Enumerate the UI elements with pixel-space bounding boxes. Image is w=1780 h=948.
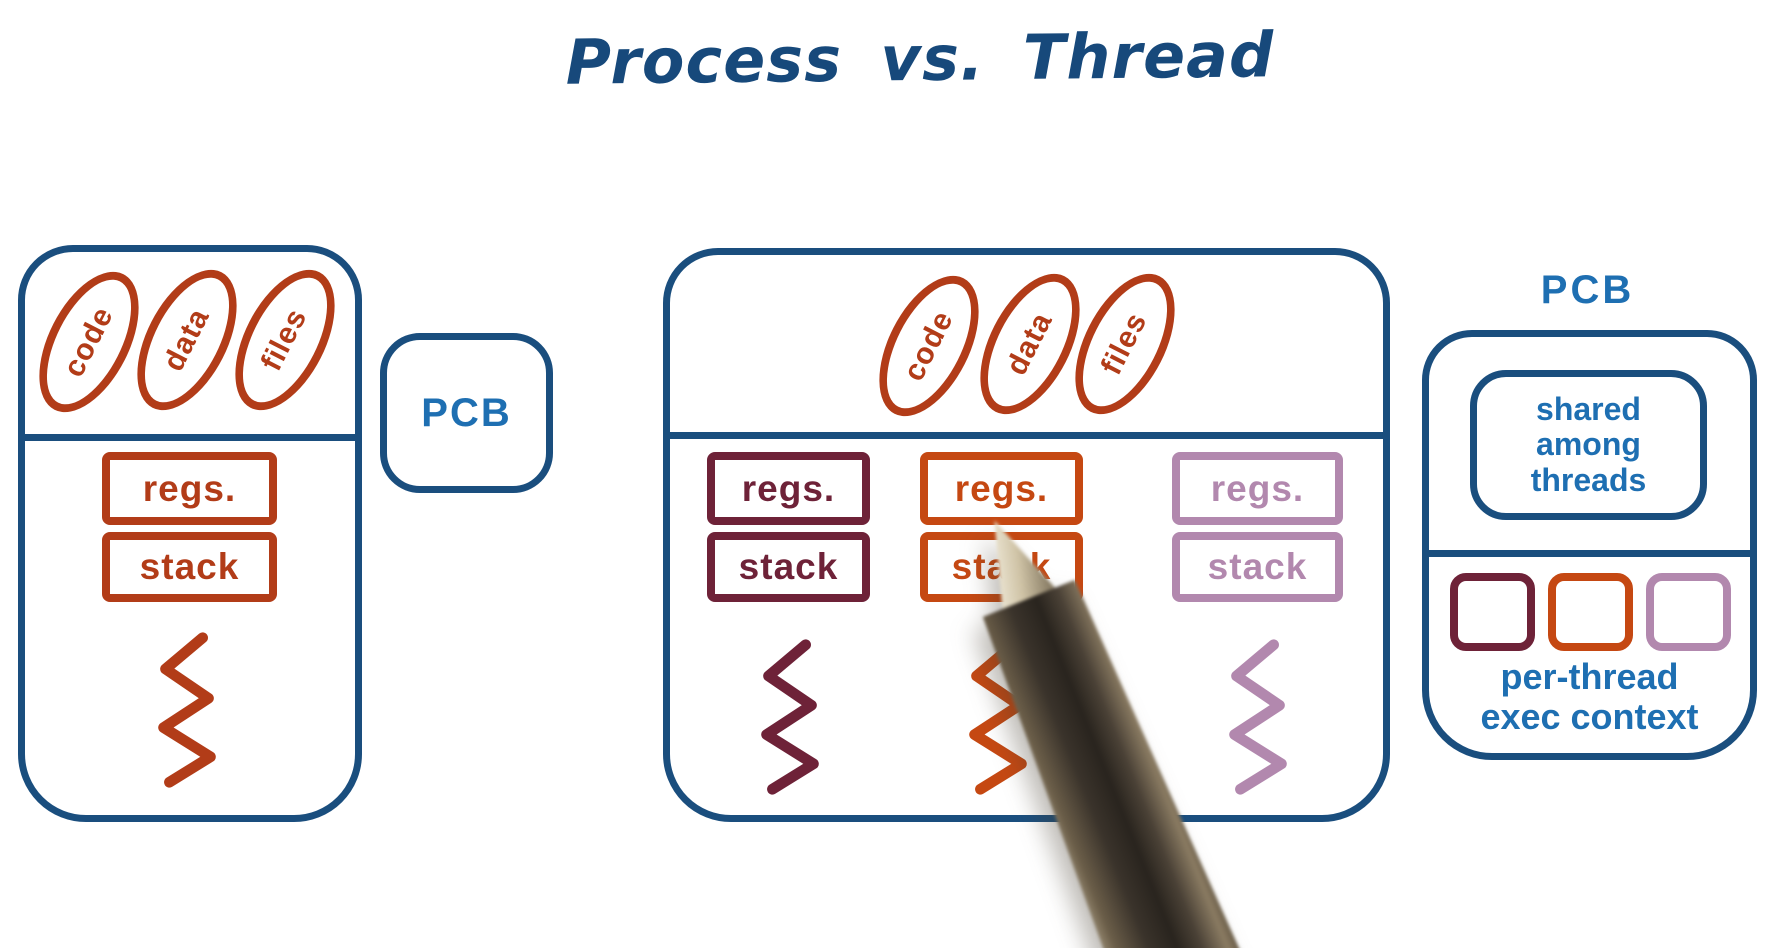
thread1-stack-box: stack <box>707 532 870 602</box>
data-oval-label: data <box>999 307 1060 381</box>
pcb-right-box: shared among threads per-thread exec con… <box>1422 330 1757 760</box>
thread1-context-swatch <box>1450 573 1535 651</box>
thread-squiggle-icon <box>969 639 1027 795</box>
thread-squiggle-icon <box>761 639 819 795</box>
process-regs-label: regs. <box>142 467 237 509</box>
pcb-box: PCB <box>380 333 553 493</box>
thread2-regs-box: regs. <box>920 452 1083 525</box>
thread3-stack-label: stack <box>1207 546 1308 587</box>
files-oval-label: files <box>255 303 315 377</box>
files-oval: files <box>214 254 356 426</box>
code-oval-label: code <box>897 305 961 387</box>
process-box: code data files regs. stack <box>18 245 362 822</box>
thread-squiggle-icon <box>158 632 216 788</box>
data-oval: data <box>959 258 1101 430</box>
process-box-divider <box>23 434 357 441</box>
shared-among-threads-label: shared among threads <box>1530 391 1647 498</box>
shared-among-threads-box: shared among threads <box>1470 370 1707 520</box>
per-thread-exec-context-label: per-thread exec context <box>1480 656 1699 737</box>
code-oval: code <box>858 260 1000 432</box>
files-oval: files <box>1054 258 1196 430</box>
pcb-right-divider <box>1427 550 1752 557</box>
thread1-regs-box: regs. <box>707 452 870 525</box>
thread2-regs-label: regs. <box>954 467 1049 509</box>
data-oval: data <box>116 254 258 426</box>
thread3-stack-box: stack <box>1172 532 1343 602</box>
process-stack-box: stack <box>102 532 277 602</box>
thread-box-divider <box>668 432 1385 439</box>
process-regs-box: regs. <box>102 452 277 525</box>
thread3-regs-box: regs. <box>1172 452 1343 525</box>
pcb-right-label: PCB <box>1540 268 1635 312</box>
thread-squiggle-icon <box>1229 639 1287 795</box>
files-oval-label: files <box>1095 307 1155 381</box>
thread1-regs-label: regs. <box>741 467 836 509</box>
multithreaded-process-box: code data files regs. stack regs. stack <box>663 248 1390 822</box>
thread3-context-swatch <box>1646 573 1731 651</box>
code-oval-label: code <box>57 301 121 383</box>
pcb-label: PCB <box>421 390 512 435</box>
page-title: Process vs. Thread <box>565 17 1275 99</box>
thread3-regs-label: regs. <box>1210 467 1305 509</box>
process-stack-label: stack <box>139 546 240 587</box>
thread2-context-swatch <box>1548 573 1633 651</box>
thread1-stack-label: stack <box>738 546 839 587</box>
data-oval-label: data <box>156 303 217 377</box>
code-oval: code <box>18 256 160 428</box>
